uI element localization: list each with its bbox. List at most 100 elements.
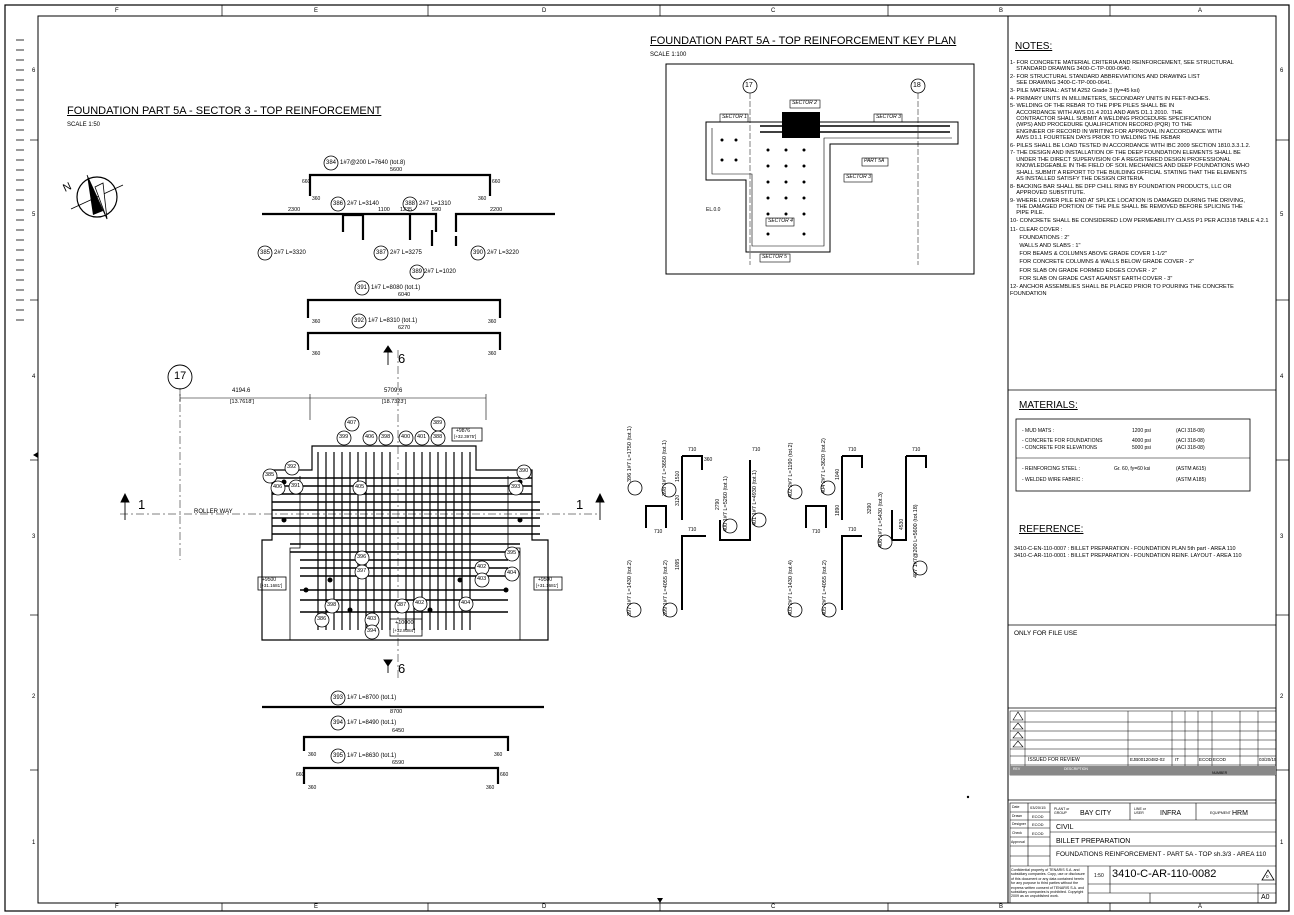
tb-drawn: ECOD <box>1032 814 1044 819</box>
plan-mark: 401 <box>417 434 427 440</box>
keyplan-drawing <box>665 63 975 275</box>
plan-mark: 385 <box>265 472 275 478</box>
leg-360-f: 360 <box>488 351 497 357</box>
note-item: 5- WELDING OF THE REBAR TO THE PIPE PILE… <box>1010 103 1222 142</box>
vbar-dim: 1890 <box>835 504 841 516</box>
tb-line3: FOUNDATIONS REINFORCEMENT - PART 5A - TO… <box>1056 851 1267 858</box>
plan-mark: 392 <box>287 464 297 470</box>
vbar-dim: 360 <box>704 457 713 463</box>
elev-9500-right: +9500 <box>538 577 553 583</box>
vertical-bars <box>645 455 927 610</box>
note-item: 11- CLEAR COVER : FOUNDATIONS : 2" WALLS… <box>1010 226 1194 282</box>
note-item: 7- THE DESIGN AND INSTALLATION OF THE DE… <box>1010 150 1250 183</box>
plan-dim-2-ft: [18.7323'] <box>382 399 406 405</box>
vbar-407: 407 1#7@200 L=5600 (tot.18) <box>913 504 920 578</box>
len-5600: 5600 <box>390 167 403 173</box>
seg-1235: 1235 <box>400 207 413 213</box>
bar-385-text: 2#7 L=3320 <box>274 250 306 256</box>
plan-mark: 405 <box>355 484 365 490</box>
vbar-dim: 3290 <box>867 502 873 514</box>
vbar-text: 1#7 L=5260 (tot.1) <box>723 476 729 522</box>
plan-mark: 402 <box>477 564 487 570</box>
left-ruler <box>16 39 24 321</box>
tb-date-label: Date <box>1012 805 1020 809</box>
plan-mark: 399 <box>339 434 349 440</box>
seg-590: 590 <box>432 207 442 213</box>
vbar-num: 407 <box>913 568 919 578</box>
keyplan-sector-4: SECTOR 4 <box>768 218 793 224</box>
vbar-num: 396 <box>627 472 633 482</box>
vbar-402: 402 2#7 L=1190 (tot.2) <box>788 443 795 498</box>
section-1-right: 1 <box>576 497 584 512</box>
section-6-top: 6 <box>398 351 406 366</box>
note-item: 2- FOR STRUCTURAL STANDARD ABBREVIATIONS… <box>1010 74 1200 87</box>
col-letter-e-bottom: E <box>314 904 319 910</box>
row-number-5-right: 5 <box>1280 212 1284 218</box>
plan-mark: 397 <box>357 568 367 574</box>
tb-plant-label: PLANT or GROUP <box>1054 807 1070 815</box>
leg-660-b: 660 <box>492 179 501 185</box>
bar-384-num: 384 <box>326 160 337 166</box>
leg-360-i: 360 <box>308 785 317 791</box>
vbar-text: 1#7 L=3650 (tot.1) <box>662 440 668 486</box>
bar-393-num: 393 <box>333 695 344 701</box>
vbar-399: 399 1#7 L=4055 (tot.2) <box>663 560 670 616</box>
bar-393-text: 1#7 L=8700 (tot.1) <box>347 695 397 701</box>
plan-dim-1: 4194.6 <box>232 388 251 394</box>
row-number-5: 5 <box>32 212 36 218</box>
material-name: - CONCRETE FOR FOUNDATIONS <box>1022 438 1103 444</box>
vbar-403: 403 2#7 L=1430 (tot.4) <box>788 560 795 616</box>
vbar-dim: 710 <box>848 447 857 453</box>
col-letter-a: A <box>1198 8 1203 14</box>
plan-mark: 389 <box>433 420 443 426</box>
note-item: 9- WHERE LOWER PILE END AT SPLICE LOCATI… <box>1010 197 1245 217</box>
note-item: 3- PILE MATERIAL: ASTM A252 Grade 3 (fy=… <box>1010 88 1140 94</box>
elev-9500-left: +9500 <box>262 577 277 583</box>
material-value: 1200 psi <box>1132 428 1151 434</box>
vbar-text: 1#7 L=1430 (tot.2) <box>627 560 633 606</box>
material-ref: (ASTM A185) <box>1176 477 1207 483</box>
keyplan-title: FOUNDATION PART 5A - TOP REINFORCEMENT K… <box>650 35 957 47</box>
materials-heading: MATERIALS: <box>1019 400 1078 411</box>
reference-item: 3410-C-EN-110-0007 : BILLET PREPARATION … <box>1014 546 1236 552</box>
plan-mark: 403 <box>367 616 377 622</box>
plan-mark: 404 <box>461 600 471 606</box>
outer-border <box>4 4 1290 912</box>
len-6450: 6450 <box>392 728 405 734</box>
plan-mark-circles <box>262 416 532 640</box>
row-number-4: 4 <box>32 374 36 380</box>
keyplan-grid-18: 18 <box>913 82 921 89</box>
tb-equipment: HRM <box>1232 810 1248 817</box>
vbar-dim: 710 <box>688 447 697 453</box>
leg-360-h: 360 <box>494 752 503 758</box>
bar-386-num: 386 <box>333 201 344 207</box>
keyplan-sector-3b: SECTOR 3 <box>846 174 871 180</box>
col-letter-b-bottom: B <box>999 904 1004 910</box>
seg-2200: 2200 <box>490 207 503 213</box>
vbar-dim: 1095 <box>675 558 681 570</box>
tb-size: A0 <box>1261 894 1270 901</box>
leg-660-c: 660 <box>296 772 305 778</box>
reference-item: 3410-C-AR-110-0001 : BILLET PREPARATION … <box>1014 553 1242 559</box>
vbar-text: 1#7@200 L=5600 (tot.18) <box>913 504 919 568</box>
vbar-401: 401 1#7 L=4930 (tot.1) <box>752 470 759 526</box>
rev-header-desc: DESCRIPTION <box>1064 767 1088 771</box>
vbar-num: 397 <box>627 606 633 616</box>
keyplan-part-5a: PART 5A <box>864 158 885 164</box>
vbar-num: 403 <box>788 606 794 616</box>
bar-shapes-top <box>262 173 555 350</box>
plan-mark: 393 <box>511 484 521 490</box>
rev-issued-ref: EJB00120482-02 <box>1130 757 1165 762</box>
vbar-mark-circles <box>626 480 928 618</box>
materials-box <box>1015 418 1251 492</box>
vbar-num: 406 <box>878 538 884 548</box>
bar-391-text: 1#7 L=8080 (tot.1) <box>371 285 421 291</box>
rev-issued-it: IT <box>1175 757 1179 762</box>
keyplan-elev: EL.0.0 <box>706 207 721 213</box>
plan-mark: 403 <box>477 576 487 582</box>
bar-389-num: 389 <box>412 269 423 275</box>
tb-equipment-label: EQUIPMENT <box>1210 811 1231 815</box>
vbar-num: 401 <box>752 516 758 526</box>
vbar-dim: 1040 <box>835 468 841 480</box>
rev-issued-date: 03/20/15 <box>1259 757 1277 762</box>
